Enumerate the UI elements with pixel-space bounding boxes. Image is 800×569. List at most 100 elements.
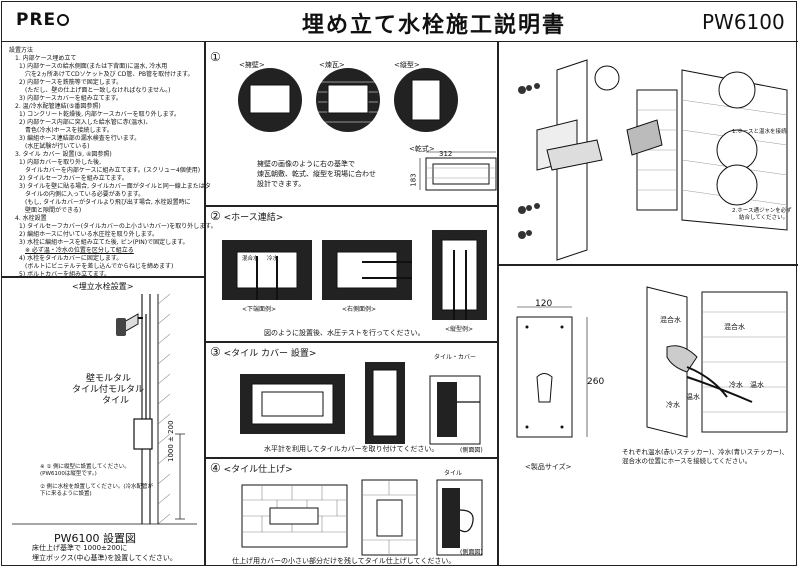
section1-label-wall: <擁壁> bbox=[239, 61, 265, 69]
product-size-caption: <製品サイズ> bbox=[525, 463, 572, 471]
section1-desc-3: 設計できます。 bbox=[257, 180, 306, 188]
section1-label-vertical: <縦型> bbox=[394, 61, 420, 69]
section1-label-brick: <煉瓦> bbox=[319, 61, 345, 69]
install-wall-diagram bbox=[12, 293, 197, 525]
instruction-line: 5) ボルトカバーを組み立てます。 bbox=[19, 271, 111, 278]
connect-caption-1: それぞれ温水(赤いステッカー)、冷水(青いステッカー)、 bbox=[622, 448, 789, 456]
section3-note: 水平計を利用してタイルカバーを取り付けてください。 bbox=[264, 445, 439, 453]
section2-caption-vertical: <縦型例> bbox=[445, 326, 474, 333]
instruction-line: 1) コンクリート乾燥後, 内部ケースカバーを取り外します。 bbox=[19, 111, 180, 118]
section3-header: ③ <タイル カバー 設置> bbox=[210, 345, 316, 359]
install-note-3: ② 側に水栓を設置してください。(冷水配管が bbox=[40, 484, 153, 490]
instruction-line: 3) 編組ホース連結部の漏水検査を行います。 bbox=[19, 135, 141, 142]
instruction-line: 青色(冷水)ホースを接続します。 bbox=[25, 127, 113, 134]
connect-label-hot-2: 温水 bbox=[686, 393, 700, 401]
instruction-line: 1. 内部ケース埋め立て bbox=[15, 55, 77, 62]
section4-number: ④ bbox=[210, 461, 221, 475]
section4-title: <タイル仕上げ> bbox=[223, 465, 293, 475]
divider-col2 bbox=[497, 42, 499, 566]
exploded-view-diagram bbox=[518, 59, 788, 261]
section4-side-label: (側面図) bbox=[460, 549, 483, 556]
install-note-2: (PW6100は縦型です。) bbox=[40, 471, 97, 477]
header: PRE 埋め立て水栓施工説明書 PW6100 bbox=[2, 2, 798, 42]
hose-connection-diagram bbox=[646, 286, 788, 438]
instruction-line: 2) タイルセーフカバーを組み立てます。 bbox=[19, 175, 128, 182]
instruction-line: 3) タイルを壁に貼る場合, タイルカバー面がタイルと同一線上またはタ bbox=[19, 183, 211, 190]
instruction-line: (ただし、壁の仕上げ面と一致しなければなりません。) bbox=[25, 87, 171, 94]
install-dim-1000: 1000 ± 200 bbox=[167, 420, 175, 462]
connect-caption-2: 混合水の位置にホースを接続してください。 bbox=[622, 457, 752, 465]
install-note-4: 下に来るように設置) bbox=[40, 491, 92, 497]
instruction-line: 1) タイルセーフカバー(タイルカバーの上小さいカバー)を取り外します。 bbox=[19, 223, 217, 230]
label-tile-mortar: タイル付モルタル bbox=[72, 385, 145, 395]
section1-number: ① bbox=[210, 50, 221, 64]
exploded-callout-3: 結合してください。 bbox=[739, 215, 789, 221]
connect-label-cold: 冷水 bbox=[729, 381, 743, 389]
section4-note: 仕上げ用カバーの小さい部分だけを残してタイル仕上げしてください。 bbox=[232, 557, 456, 565]
product-width: 120 bbox=[535, 299, 553, 309]
section2-cold-label: 冷水 bbox=[267, 256, 279, 262]
logo-text: PRE bbox=[16, 10, 57, 30]
product-height: 260 bbox=[587, 377, 605, 387]
instruction-line: 2) 内部ケースを鉄筋等で固定します。 bbox=[19, 79, 123, 86]
model-number: PW6100 bbox=[702, 10, 785, 34]
instruction-line: タイルの内側に入っている必要があります。 bbox=[25, 191, 145, 198]
instruction-line: 3) 内部ケースカバーを組み立てます。 bbox=[19, 95, 122, 102]
section4-header: ④ <タイル仕上げ> bbox=[210, 461, 293, 475]
install-caption-line1: 床仕上げ基準で 1000±200に bbox=[32, 544, 128, 552]
label-tile: タイル bbox=[102, 396, 130, 406]
instruction-line: 4. 水栓設置 bbox=[15, 215, 47, 222]
instruction-line: 3) 水栓に編組ホースを組み立てた後, ピン(PIN)で固定します。 bbox=[19, 239, 189, 246]
section1-description: 擁壁の画像のように右の基準で 煉瓦朝敷、乾式、縦型を現場に合わせ 設計できます。 bbox=[257, 159, 376, 189]
section1-label-dry: <乾式> bbox=[409, 145, 435, 153]
instruction-line: 2. 温/冷水配管連結(⑤番図参照) bbox=[15, 103, 101, 110]
exploded-callout-2: 2.ホース通ジャンを必ず bbox=[732, 208, 792, 214]
divider-s3 bbox=[204, 457, 497, 459]
dim-1000: 1000 bbox=[167, 444, 175, 462]
connect-label-cold-2: 冷水 bbox=[666, 401, 680, 409]
product-size-diagram bbox=[516, 306, 588, 438]
section2-number: ② bbox=[210, 209, 221, 223]
document-title: 埋め立て水栓施工説明書 bbox=[302, 13, 567, 38]
instruction-line: ※ 必ず温・冷水の位置を区分して組立る bbox=[25, 247, 134, 254]
connect-label-mixed: 混合水 bbox=[660, 316, 681, 324]
section1-diagrams bbox=[238, 68, 497, 191]
install-figure-title: <埋立水栓設置> bbox=[72, 282, 134, 291]
instruction-line: (水圧試験が行いている) bbox=[25, 143, 90, 150]
install-figure-caption: PW6100 設置図 bbox=[54, 532, 137, 545]
instruction-line: タイルカバーを内部ケースに組み立てます。(スクリュー4個使用) bbox=[25, 167, 201, 174]
instruction-line: 1) 内部カバーを取り外した後, bbox=[19, 159, 101, 166]
instruction-line: (もし, タイルカバーがタイルより飛び出す場合, 水栓設置時に bbox=[25, 199, 191, 206]
instruction-line: 壁面と隙間ができる) bbox=[25, 207, 82, 214]
connect-label-mixed-2: 混合水 bbox=[724, 323, 745, 331]
instruction-line: 4) 水栓をタイルカバーに固定します。 bbox=[19, 255, 123, 262]
section4-diagrams bbox=[241, 479, 483, 556]
section4-tile-label: タイル bbox=[444, 470, 463, 477]
section2-hot-label: 混合水 bbox=[242, 256, 259, 262]
section1-desc-1: 擁壁の画像のように右の基準で bbox=[257, 160, 355, 168]
section2-caption-right: <右側面例> bbox=[342, 306, 377, 313]
instruction-line: (ボルトにビニテルテを差し込んでからねじを締めます) bbox=[25, 263, 174, 270]
instruction-line: 1) 内部ケースの給水側面(または下背面)に温水, 冷水用 bbox=[19, 63, 168, 70]
divider-s2 bbox=[204, 341, 497, 343]
divider-col1 bbox=[204, 42, 206, 566]
section3-number: ③ bbox=[210, 345, 221, 359]
divider-right bbox=[497, 264, 798, 266]
connect-label-hot: 温水 bbox=[750, 381, 764, 389]
section3-side-label: (側面図) bbox=[460, 447, 483, 454]
section2-caption-bottom: <下端面例> bbox=[242, 306, 277, 313]
instruction-line: 3. タイル カバー 設置(③, ④図参照) bbox=[15, 151, 112, 158]
exploded-callout-1: 1.ホースと温水を接続 bbox=[732, 129, 787, 135]
label-wall-mortar: 壁モルタル bbox=[86, 374, 132, 384]
divider-s1 bbox=[204, 205, 497, 207]
section1-desc-2: 煉瓦朝敷、乾式、縦型を現場に合わせ bbox=[257, 170, 376, 178]
install-caption-line2: 埋立ボックス(中心基準)を設置してください。 bbox=[32, 554, 177, 562]
instruction-line: 2) 内部ケース内部に突入した給水管に赤(温水)、 bbox=[19, 119, 152, 126]
instruction-line: 2) 編組ホースに付いている水圧栓を取り外します。 bbox=[19, 231, 158, 238]
brand-logo: PRE bbox=[16, 10, 70, 30]
install-notes: ※ ① 側に縦型に設置してください。 (PW6100は縦型です。) ② 側に水栓… bbox=[40, 464, 153, 498]
divider-left bbox=[2, 276, 204, 278]
section3-title: <タイル カバー 設置> bbox=[223, 349, 317, 359]
